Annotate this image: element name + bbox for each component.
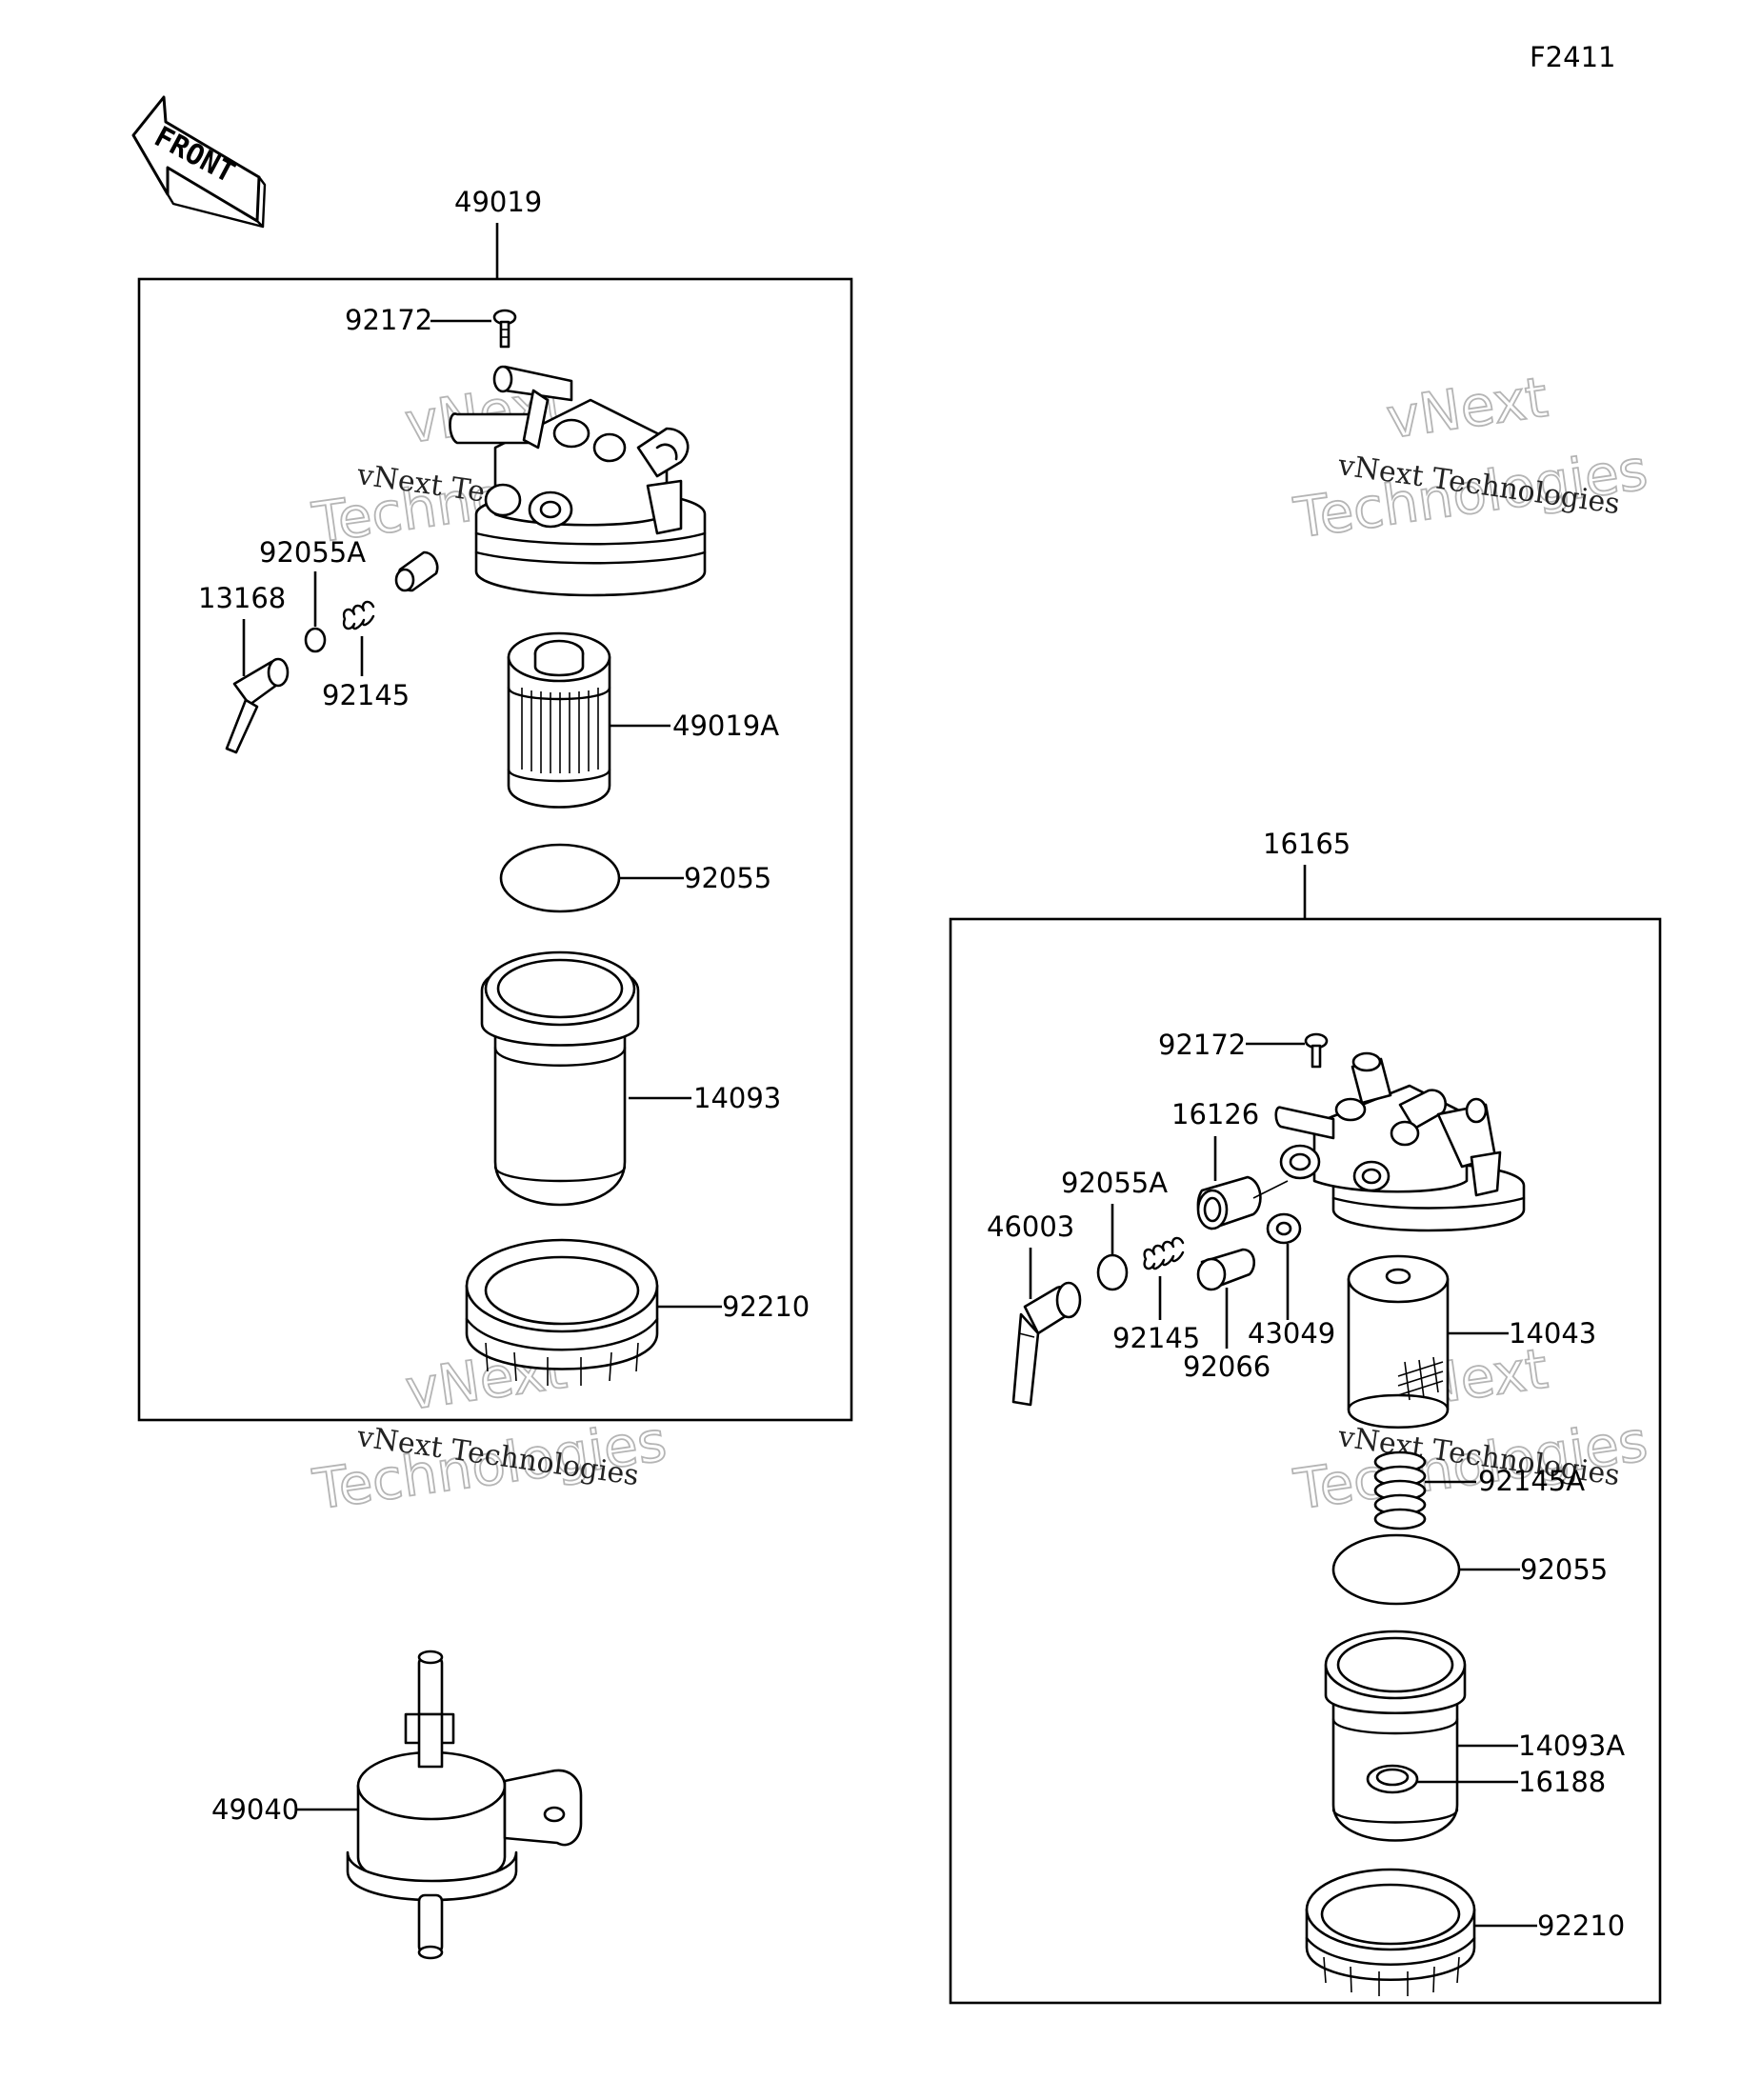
o-ring-left-icon	[499, 843, 621, 913]
label-16188: 16188	[1518, 1766, 1606, 1798]
label-92055-right: 92055	[1520, 1553, 1608, 1586]
label-46003: 46003	[987, 1210, 1074, 1243]
label-43049: 43049	[1248, 1317, 1335, 1350]
cock-lever-right-icon	[1011, 1281, 1082, 1407]
label-92066: 92066	[1183, 1350, 1271, 1383]
label-92210-right: 92210	[1537, 1910, 1625, 1942]
spring-icon	[342, 600, 375, 630]
o-ring-small-icon	[304, 627, 327, 653]
svg-text:vNext: vNext	[1383, 365, 1551, 451]
cock-lever-icon	[225, 657, 290, 754]
label-92055-left: 92055	[684, 862, 771, 894]
screw-right-icon	[1304, 1032, 1329, 1069]
filter-head-left	[449, 365, 707, 597]
left-assembly-box	[137, 277, 853, 1422]
label-92055A-right: 92055A	[1061, 1167, 1168, 1199]
spring-right-icon	[1143, 1236, 1185, 1270]
front-arrow-icon: FRONT	[131, 95, 267, 229]
filter-element-left	[507, 631, 611, 809]
ring-nut-right	[1305, 1868, 1476, 1996]
screw-icon	[492, 309, 517, 349]
label-13168: 13168	[198, 582, 286, 614]
cup-right	[1324, 1630, 1467, 1842]
label-92145A: 92145A	[1478, 1465, 1585, 1497]
plug-right-icon	[1196, 1248, 1256, 1291]
cup-left	[480, 950, 640, 1207]
filter-head-right	[1274, 1051, 1526, 1232]
watermark-mid-right: vNext Technologies vNext Technologies	[1289, 1335, 1651, 1523]
label-92210-left: 92210	[722, 1290, 810, 1323]
label-14093A: 14093A	[1518, 1730, 1625, 1762]
label-49040: 49040	[211, 1793, 299, 1826]
spring-large-icon	[1373, 1450, 1427, 1530]
washer-icon	[1266, 1212, 1302, 1245]
label-16165: 16165	[1263, 828, 1351, 860]
right-assembly-box	[949, 917, 1662, 2005]
label-14043: 14043	[1509, 1317, 1596, 1350]
figure-id: F2411	[1530, 41, 1615, 73]
label-92172-right: 92172	[1158, 1029, 1246, 1061]
ring-nut-left	[465, 1238, 659, 1386]
label-92172-left: 92172	[345, 304, 432, 336]
plug-icon	[394, 550, 439, 592]
watermark-mid-left: vNext Technologies vNext Technologies	[308, 1335, 670, 1523]
watermark-top-right: vNext Technologies vNext Technologies	[1289, 364, 1651, 551]
label-14093: 14093	[693, 1082, 781, 1114]
label-92055A-left: 92055A	[259, 536, 366, 569]
label-49019: 49019	[454, 186, 542, 218]
label-49019A: 49019A	[672, 710, 779, 742]
label-16126: 16126	[1171, 1098, 1259, 1130]
filter-element-right	[1347, 1254, 1450, 1429]
o-ring-right-icon	[1331, 1533, 1461, 1606]
label-92145-left: 92145	[322, 679, 410, 711]
fitting-icon	[1196, 1175, 1289, 1230]
label-92145-right: 92145	[1112, 1322, 1200, 1354]
o-ring-small-right-icon	[1096, 1253, 1129, 1291]
inline-fuel-filter	[346, 1650, 583, 1960]
